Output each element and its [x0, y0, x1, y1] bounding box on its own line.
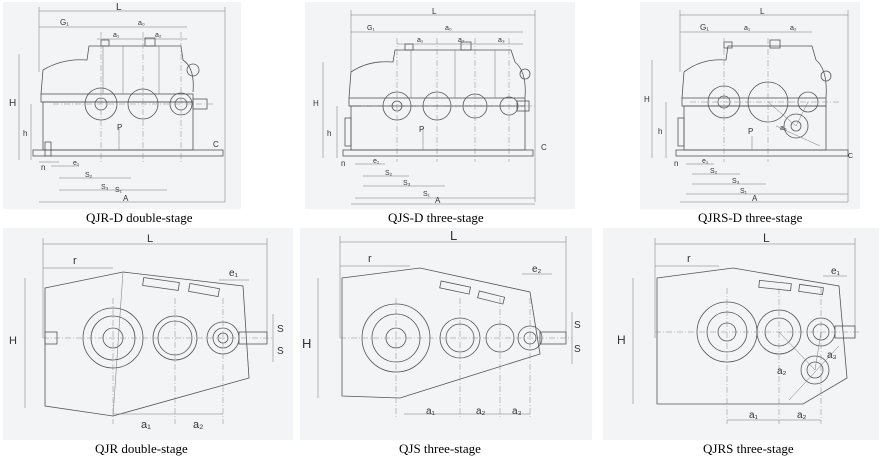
figure-qjr-d-double-stage: L G₁ a₀ a₁ a₂ P H h C n e₁ S₂ S₃ S₁ A [3, 2, 241, 209]
dim-C: C [541, 143, 547, 152]
dim-S2: S₂ [710, 168, 718, 175]
dim-a1: a₁ [141, 419, 151, 431]
dim-a2: a₂ [790, 25, 797, 32]
dim-L: L [116, 2, 122, 13]
dim-H: H [9, 98, 16, 109]
caption-qjs-d: QJS-D three-stage [388, 210, 484, 225]
dim-H: H [302, 336, 311, 351]
figure-qjr-double-stage: L r e₁ H S S a₁ a₂ [3, 228, 293, 440]
caption-qjrs-d: QJRS-D three-stage [698, 210, 803, 225]
dim-a3: a₃ [512, 406, 522, 417]
dim-a2: a₂ [458, 37, 465, 44]
drawing-qjs: L r e₂ H S S a₁ a₂ a₃ [302, 228, 581, 418]
dim-h: h [327, 129, 331, 138]
dim-A: A [123, 194, 129, 203]
dim-a2: a₂ [155, 32, 162, 39]
figure-qjrs-three-stage: L r e₁ a₂ a₃ H a₁ a₂ [603, 228, 879, 440]
dim-S1: S₁ [423, 191, 431, 198]
dim-P: P [748, 127, 753, 136]
dim-a1: a₁ [113, 32, 120, 39]
dim-S2: S₂ [385, 170, 393, 177]
dim-P: P [419, 125, 424, 134]
dim-G1: G₁ [60, 18, 69, 27]
dim-n: n [674, 159, 678, 168]
caption-qjs: QJS three-stage [399, 441, 481, 456]
dim-a2: a₂ [797, 410, 807, 421]
dim-G1: G₁ [700, 23, 709, 32]
dim-H: H [644, 95, 650, 104]
drawing-qjrs: L r e₁ a₂ a₃ H a₁ a₂ [617, 231, 861, 424]
drawing-qjrs-d: L G₁ a₁ a₂ a₃ P H h C n e₁ S₂ S₃ S₁ A [644, 7, 853, 203]
dim-L: L [147, 233, 153, 245]
dim-e1: e₁ [229, 268, 239, 279]
dim-G1: G₁ [367, 25, 375, 32]
caption-qjr-d: QJR-D double-stage [86, 210, 193, 225]
dim-S1: S₁ [115, 187, 123, 194]
dim-a2: a₂ [476, 406, 486, 417]
dim-L: L [760, 7, 765, 16]
dim-a2: a₂ [193, 419, 203, 431]
dim-h: h [23, 129, 27, 138]
dim-e1: e₁ [831, 266, 841, 277]
dim-s-top: S [574, 320, 581, 331]
dim-s-top: S [277, 324, 284, 335]
dim-e1: e₁ [73, 160, 80, 167]
dim-e1: e₁ [373, 158, 380, 165]
dim-S3: S₃ [732, 178, 740, 185]
figure-qjs-three-stage: L r e₂ H S S a₁ a₂ a₃ [300, 228, 592, 440]
caption-qjrs: QJRS three-stage [703, 441, 794, 456]
drawing-qjs-d: L G₁ a₀ a₁ a₂ a₃ P H h C n e₁ S₂ S₃ S₁ A [313, 7, 547, 205]
drawing-qjr: L r e₁ H S S a₁ a₂ [9, 233, 284, 431]
dim-r: r [73, 255, 77, 267]
dim-n: n [41, 163, 45, 172]
dim-S1: S₁ [740, 188, 748, 195]
dim-S2: S₂ [85, 172, 93, 179]
dim-a0: a₀ [445, 25, 452, 32]
dim-e2: e₂ [532, 264, 542, 275]
dim-s-bottom: S [574, 344, 581, 355]
dim-L: L [763, 231, 770, 245]
dim-P: P [117, 123, 122, 132]
dim-S3: S₃ [403, 180, 411, 187]
dim-a3: a₃ [780, 125, 787, 132]
caption-qjr: QJR double-stage [95, 441, 188, 456]
dim-a3: a₃ [498, 37, 505, 44]
dim-r: r [368, 253, 372, 265]
dim-H: H [617, 333, 626, 347]
figure-qjs-d-three-stage: L G₁ a₀ a₁ a₂ a₃ P H h C n e₁ S₂ S₃ S₁ A [305, 2, 575, 209]
drawing-qjr-d: L G₁ a₀ a₁ a₂ P H h C n e₁ S₂ S₃ S₁ A [9, 2, 226, 203]
dim-C: C [213, 140, 219, 149]
dim-A: A [752, 194, 758, 203]
dim-n: n [341, 159, 345, 168]
dim-a1: a₁ [426, 406, 436, 417]
dim-a1: a₁ [417, 37, 424, 44]
dim-r: r [687, 253, 691, 265]
dim-L: L [450, 228, 457, 243]
dim-a2-diag: a₂ [777, 366, 787, 377]
figure-qjrs-d-three-stage: L G₁ a₁ a₂ a₃ P H h C n e₁ S₂ S₃ S₁ A [640, 2, 860, 209]
dim-a0: a₀ [138, 20, 145, 27]
dim-a1: a₁ [749, 410, 759, 421]
dim-A: A [435, 196, 441, 205]
dim-L: L [432, 7, 437, 16]
dim-H: H [313, 99, 319, 108]
dim-C: C [848, 153, 853, 160]
dim-a1: a₁ [744, 25, 751, 32]
dim-a3: a₃ [827, 350, 837, 361]
dim-e1: e₁ [702, 158, 709, 165]
dim-S3: S₃ [101, 184, 109, 191]
dim-H: H [9, 335, 17, 347]
dim-h: h [658, 127, 662, 136]
dim-s-bottom: S [277, 346, 284, 357]
